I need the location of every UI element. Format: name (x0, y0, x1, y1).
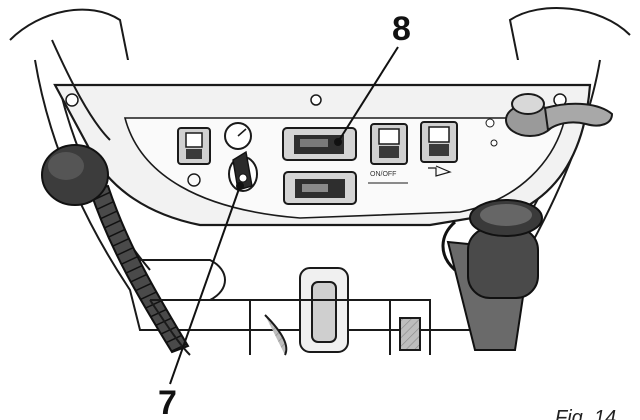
callout-8: 8 (392, 10, 411, 48)
base-frame (140, 259, 431, 356)
callout-7: 7 (158, 384, 177, 420)
right-cylinder (441, 199, 543, 351)
on-off-switch: ON/OFF (368, 123, 408, 184)
left-handle (41, 39, 190, 354)
left-switch (177, 127, 211, 187)
locking-lever (485, 93, 614, 147)
key-switch (228, 150, 258, 192)
leader-lines (169, 46, 399, 385)
leader-line-8 (337, 46, 399, 143)
figure-caption: Fig. 14 (555, 407, 616, 420)
on-off-label: ON/OFF (370, 171, 396, 178)
lower-display (283, 171, 357, 205)
upper-display (282, 127, 357, 161)
right-switch (420, 121, 458, 177)
leader-line-7 (169, 185, 241, 385)
round-gauge (224, 122, 252, 150)
